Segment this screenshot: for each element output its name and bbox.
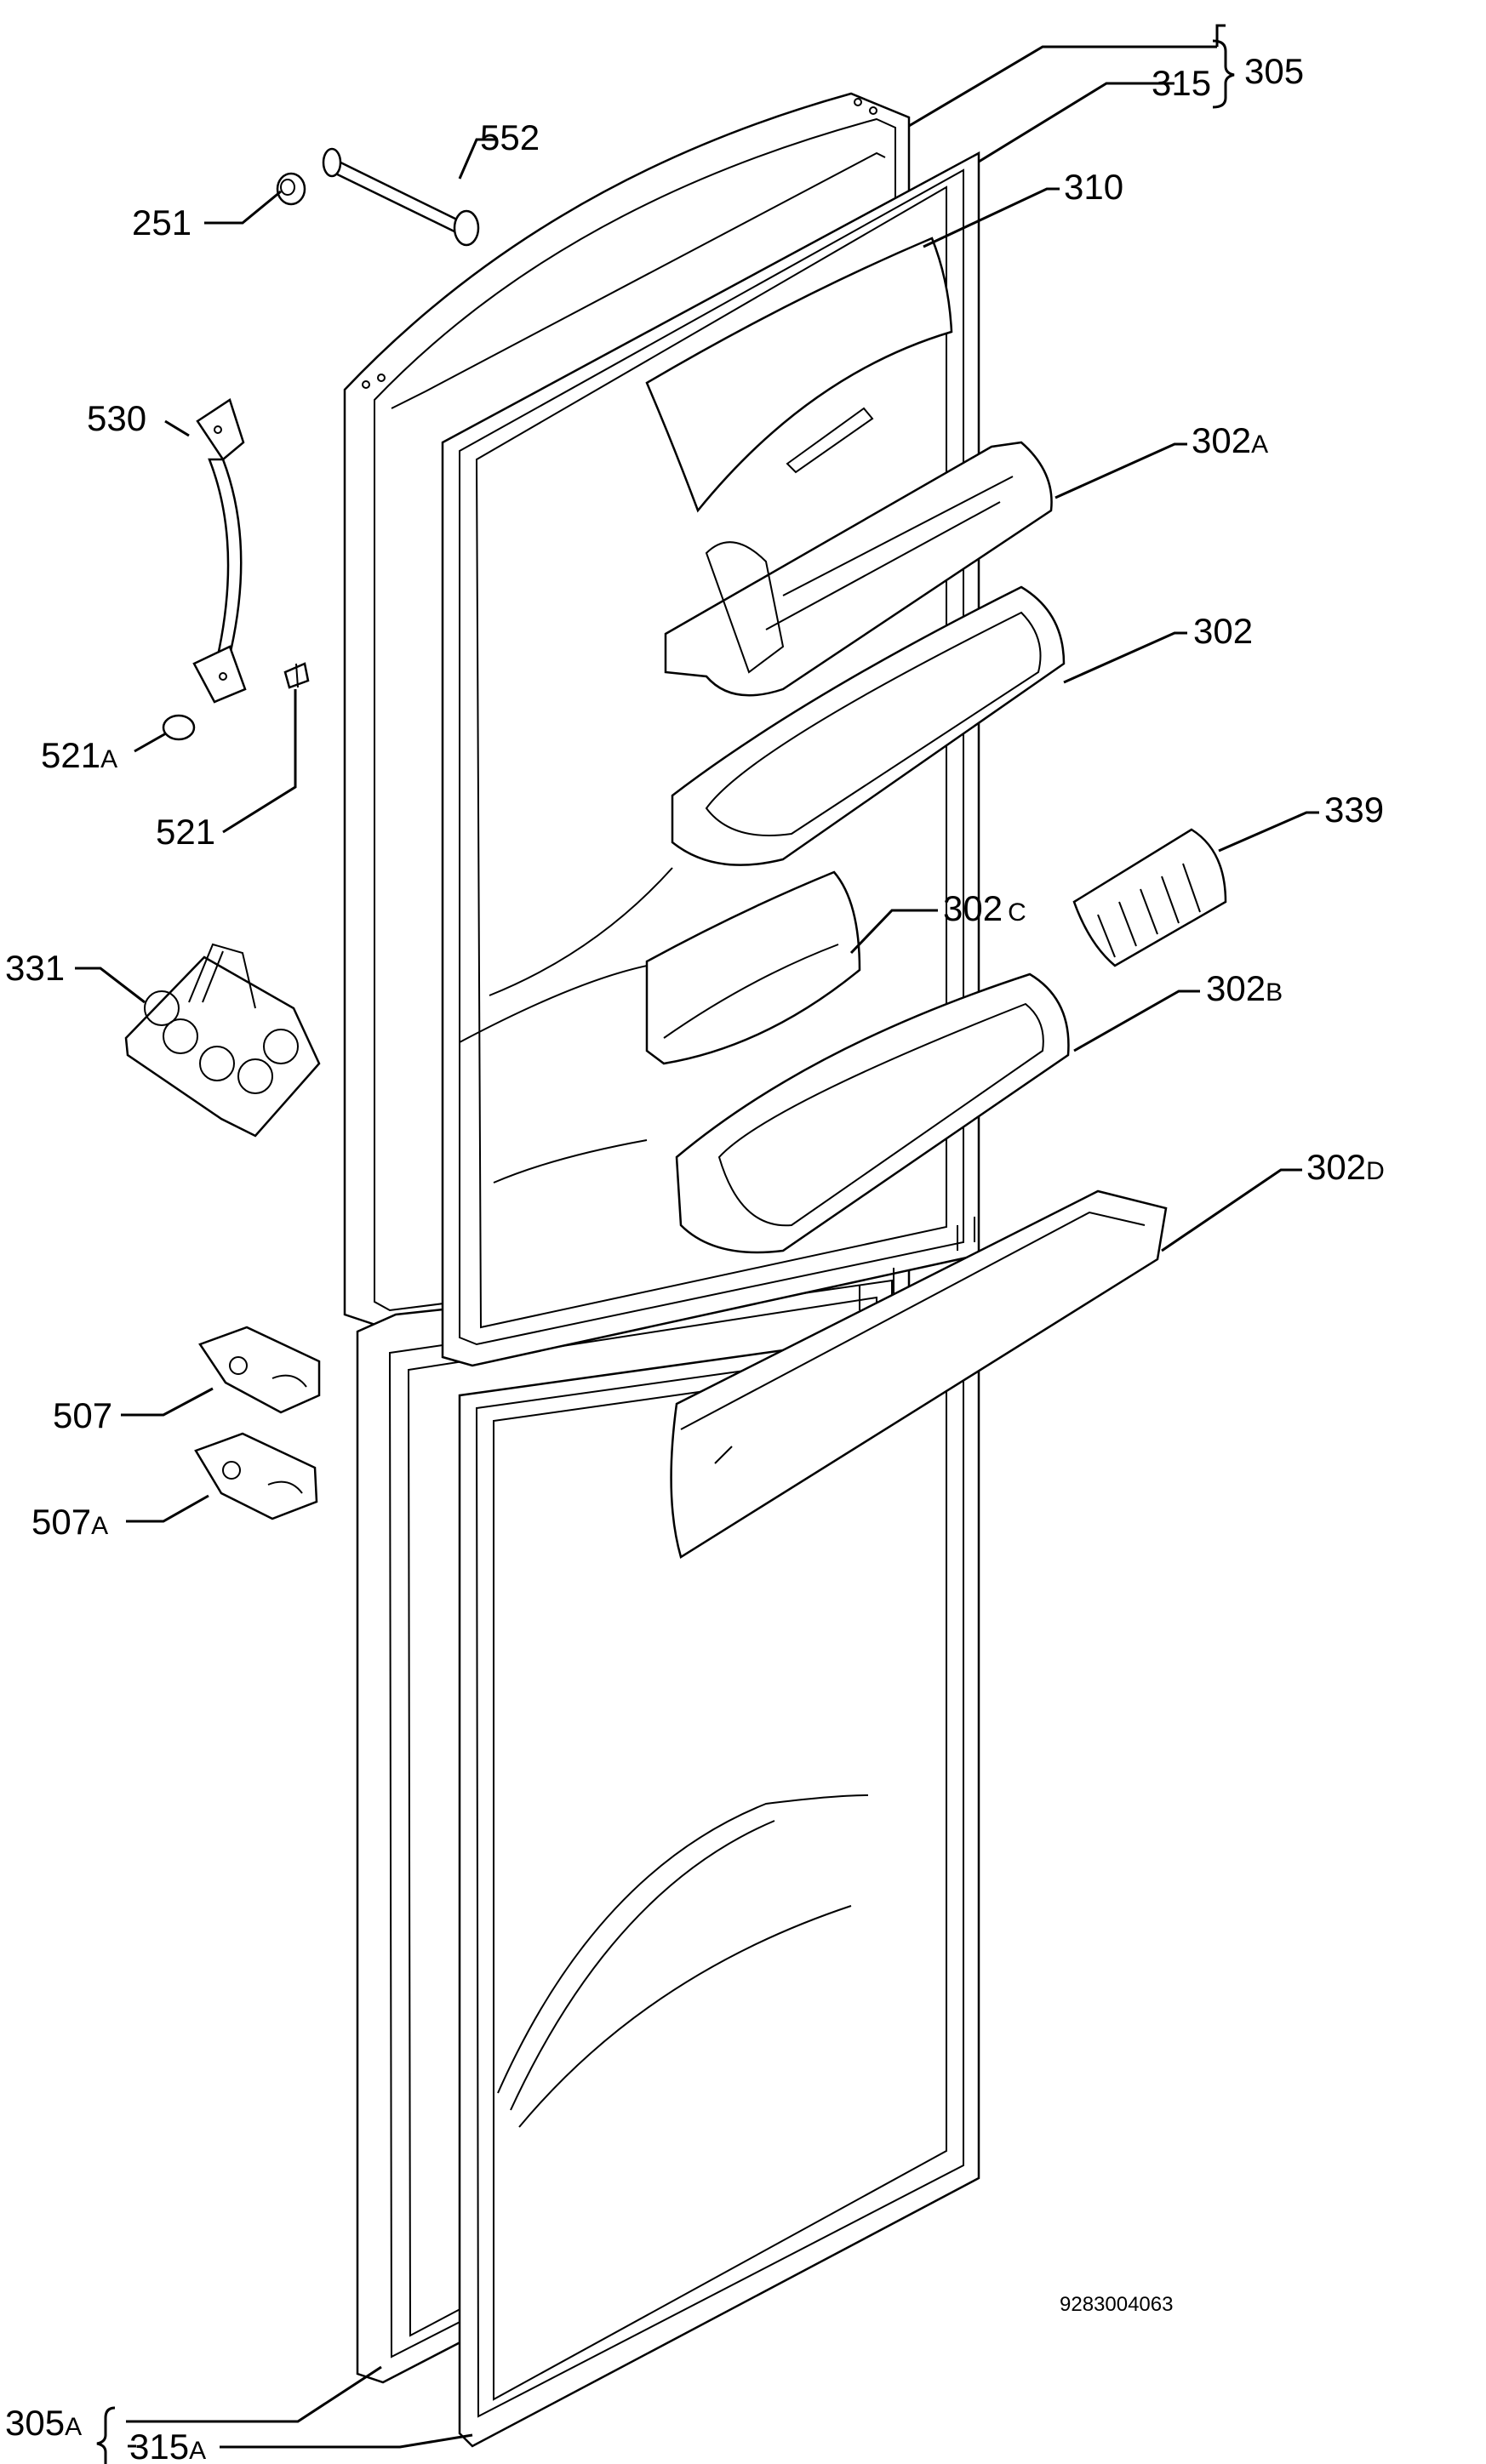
cap-251 xyxy=(276,172,306,206)
label-331: 331 xyxy=(5,948,65,988)
hinge-pin-552 xyxy=(322,147,480,247)
shelf-302 xyxy=(671,585,1066,866)
brace-305a xyxy=(96,2406,116,2464)
label-507: 507 xyxy=(53,1395,112,1435)
drawing-code: 9283004063 xyxy=(1060,2293,1173,2316)
handle-530 xyxy=(192,398,247,704)
label-302d: 302D xyxy=(1306,1147,1385,1187)
label-552: 552 xyxy=(480,117,540,157)
shelf-302a xyxy=(664,441,1053,697)
label-339: 339 xyxy=(1324,790,1384,830)
label-315a: 315A xyxy=(129,2427,206,2464)
label-305: 305 xyxy=(1244,51,1304,91)
label-302a: 302A xyxy=(1192,420,1268,460)
egg-tray-331 xyxy=(124,943,321,1138)
shelf-302d xyxy=(670,1189,1168,1559)
screw-521 xyxy=(283,662,310,689)
butter-cover-339 xyxy=(1072,828,1227,967)
label-507a: 507A xyxy=(31,1502,108,1542)
brace-305 xyxy=(1212,39,1235,109)
dairy-flap-310 xyxy=(645,237,953,513)
label-302: 302 xyxy=(1193,611,1253,651)
leader-lines xyxy=(75,24,1319,2449)
label-530: 530 xyxy=(87,398,146,438)
label-310: 310 xyxy=(1064,167,1123,207)
label-302b: 302B xyxy=(1206,968,1283,1008)
label-305a: 305A xyxy=(5,2403,82,2443)
label-315: 315 xyxy=(1152,63,1211,103)
hinge-507 xyxy=(198,1326,321,1414)
hinge-507a xyxy=(194,1432,318,1520)
shelf-302c xyxy=(645,870,861,1065)
shelf-302b xyxy=(675,972,1070,1254)
label-251: 251 xyxy=(132,202,191,242)
part-labels: 305 315 310 552 251 530 302A 302 521A 52… xyxy=(5,51,1385,2464)
plug-521a xyxy=(162,714,196,741)
label-521: 521 xyxy=(156,812,215,852)
label-521a: 521A xyxy=(41,735,117,775)
